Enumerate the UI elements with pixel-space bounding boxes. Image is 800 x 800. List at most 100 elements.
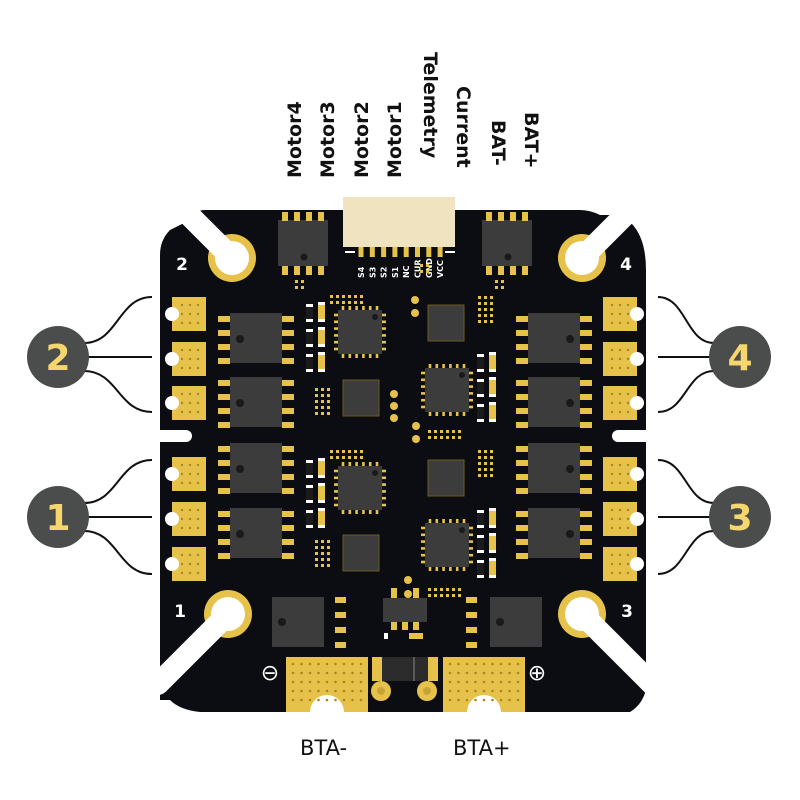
mounting-standoff [571, 603, 663, 695]
pad-via [196, 571, 200, 575]
connector-pin-label: S3 [368, 267, 377, 278]
pad-via [626, 312, 630, 316]
pad-via [188, 321, 192, 325]
pad-via [196, 321, 200, 325]
mosfet-lead [282, 553, 294, 559]
via [490, 462, 493, 465]
pad-via [457, 671, 460, 675]
pad-via [291, 671, 295, 675]
qfn-pin [469, 392, 473, 395]
mosfet-lead [282, 474, 294, 480]
via [458, 436, 461, 439]
pad-via [610, 357, 614, 361]
via [327, 558, 330, 561]
pad-halfhole-left [165, 512, 179, 526]
mosfet-dot [566, 530, 574, 538]
resistor [306, 510, 313, 528]
mosfet-dot [566, 335, 574, 343]
mosfet-lead [282, 525, 294, 531]
motor-badge-number: 3 [727, 498, 752, 539]
mosfet-lead [218, 525, 230, 531]
mosfet-lead [516, 525, 528, 531]
pad-via [618, 508, 622, 512]
pad-via [491, 662, 494, 666]
via [458, 588, 461, 591]
via [490, 456, 493, 459]
pad-halfhole-right [630, 307, 644, 321]
qfn-pin [334, 483, 338, 486]
qfn-pin [462, 412, 466, 416]
side-pad [428, 657, 438, 681]
qfn-pin [442, 412, 445, 416]
mosfet-lead [282, 380, 294, 386]
mosfet-lead [580, 380, 592, 386]
pad-via [196, 526, 200, 530]
pad-via [618, 571, 622, 575]
qfn-pin [469, 560, 473, 564]
cap-end [489, 419, 496, 422]
pad-via [474, 680, 477, 684]
qfn-pin [334, 469, 338, 473]
res-end [306, 485, 313, 488]
qfn-pin [348, 306, 352, 310]
pad-via [610, 321, 614, 325]
motor-wire [657, 296, 715, 344]
qfn-pin [368, 354, 372, 358]
mcu-chip [427, 304, 465, 342]
pad-via [618, 553, 622, 557]
smd-pad [466, 627, 477, 633]
pad-via [465, 662, 469, 666]
qfn-pin [334, 320, 338, 324]
via [315, 540, 318, 543]
via [484, 302, 487, 305]
mosfet-lead [218, 446, 230, 452]
res-end [477, 510, 484, 513]
qfn-pin [362, 354, 365, 358]
qfn-pin [442, 364, 445, 368]
cap-end [489, 525, 496, 528]
mosfet-lead [516, 394, 528, 400]
capacitor [318, 508, 325, 528]
res-end [306, 525, 313, 528]
res-end [477, 560, 484, 563]
pad-via [508, 671, 511, 675]
qfn-pin [362, 306, 365, 310]
pad-via [334, 689, 337, 693]
via [490, 302, 493, 305]
connector-pin-label: NC [402, 265, 411, 278]
via [342, 456, 345, 459]
reg-pin [391, 622, 397, 630]
mosfet-lead [516, 460, 528, 466]
res-end [477, 550, 484, 553]
via [301, 280, 304, 283]
pad-via [448, 662, 452, 666]
motor-wire [657, 530, 715, 575]
cap-end [318, 525, 325, 528]
mosfet-pin [498, 266, 504, 275]
pad-via [618, 481, 622, 485]
via [330, 295, 333, 298]
res-end [306, 460, 313, 463]
qfn-pin [469, 371, 473, 375]
via [420, 270, 423, 273]
pad-via [351, 689, 354, 693]
test-pad [411, 309, 419, 317]
qfn-pin [435, 364, 439, 368]
pad-via [188, 303, 192, 307]
via [330, 450, 333, 453]
res-end [477, 535, 484, 538]
motor-wire [83, 296, 153, 344]
motor-badge-number: 2 [45, 338, 70, 379]
smd-pad [335, 627, 346, 633]
pad-via [499, 680, 503, 684]
cap-end [318, 344, 325, 347]
pad-via [499, 698, 503, 702]
pad-via [342, 671, 346, 675]
qfn-pin [469, 526, 473, 530]
res-end [477, 379, 484, 382]
mosfet-lead [218, 539, 230, 545]
smd-pad [466, 597, 477, 603]
pad-halfhole-right [630, 512, 644, 526]
pad-via [351, 662, 354, 666]
via [478, 462, 481, 465]
